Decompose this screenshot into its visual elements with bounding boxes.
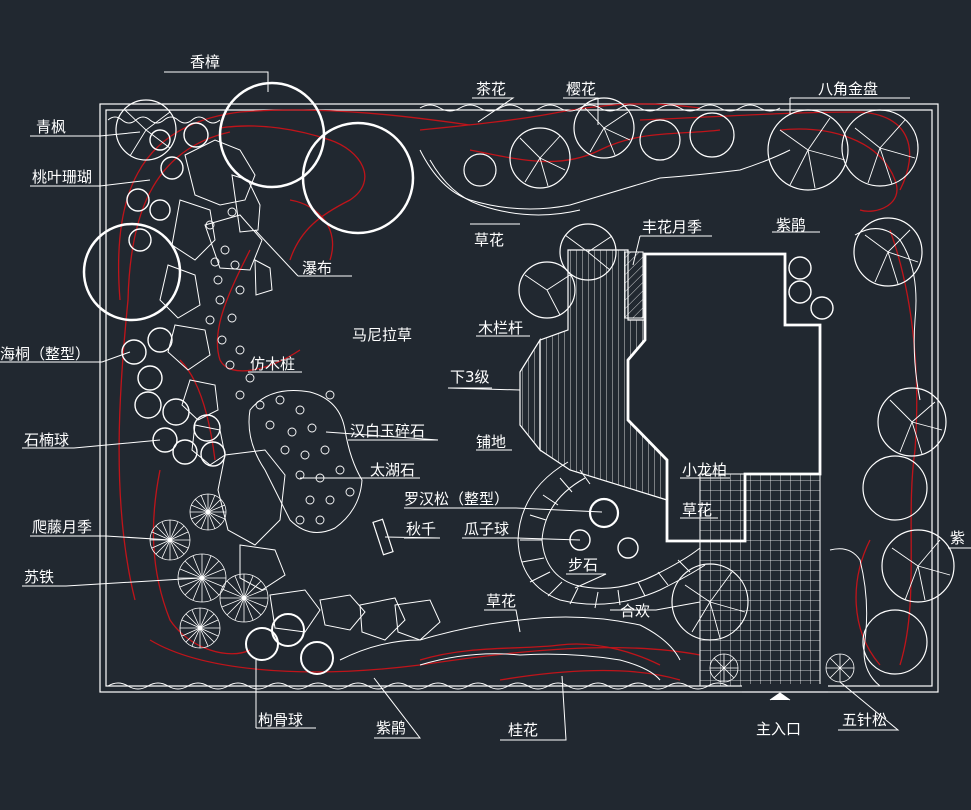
- label-azalea-bottom: 紫鹃: [376, 719, 407, 737]
- label-camellia: 茶花: [476, 80, 507, 98]
- label-albizia: 合欢: [620, 602, 651, 620]
- label-grass-top: 草花: [474, 231, 505, 249]
- label-grass-mid: 草花: [682, 501, 713, 519]
- perimeter-hedge: [107, 104, 921, 690]
- label-sweet-osmanthus: 桂花: [508, 721, 539, 739]
- label-railing: 木栏杆: [478, 319, 524, 337]
- label-fatsia: 八角金盘: [818, 80, 879, 98]
- label-rose-cluster: 丰花月季: [642, 218, 703, 236]
- label-right-edge: 紫: [950, 529, 966, 547]
- label-cycad: 苏铁: [24, 568, 55, 586]
- label-osmanthus-ball: 石楠球: [24, 431, 70, 449]
- label-leaders: [0, 71, 971, 741]
- entrance-arrow: [769, 692, 791, 701]
- label-gravel: 汉白玉碎石: [350, 422, 426, 440]
- site-boundary: [99, 103, 939, 693]
- wooden-deck: [519, 249, 668, 501]
- label-stepping-stone: 步石: [568, 556, 599, 574]
- label-pine: 五针松: [842, 711, 888, 729]
- label-camphor: 香樟: [190, 53, 221, 71]
- label-grass-bottom: 草花: [486, 592, 517, 610]
- label-cherry: 樱花: [566, 80, 597, 98]
- stepping-stone-path: [517, 461, 706, 609]
- entrance-paving-grid: [699, 473, 821, 687]
- label-taihu-stone: 太湖石: [370, 461, 416, 479]
- label-melon-ball: 瓜子球: [464, 520, 510, 538]
- label-main-entrance: 主入口: [756, 720, 802, 738]
- label-swing: 秋千: [406, 520, 437, 538]
- label-paving: 铺地: [476, 433, 507, 451]
- label-pittosporum: 海桐（整型）: [0, 345, 91, 363]
- entrance-opening: [742, 684, 828, 696]
- tree-symbols: [82, 81, 955, 675]
- white-marble-gravel: [205, 207, 355, 525]
- label-maple: 青枫: [36, 118, 67, 136]
- tree-spokes: [124, 107, 951, 639]
- label-azalea-right: 紫鹃: [776, 216, 807, 234]
- label-podocarpus: 罗汉松（整型）: [404, 490, 510, 508]
- label-holly-ball: 枸骨球: [258, 711, 304, 729]
- label-juniper: 小龙柏: [682, 461, 728, 479]
- gravel-area-outline: [248, 389, 363, 533]
- label-photinia: 桃叶珊瑚: [32, 168, 93, 186]
- label-steps-down: 下3级: [450, 368, 490, 386]
- shrub-symbols: [121, 122, 834, 675]
- label-manila-grass: 马尼拉草: [352, 326, 413, 344]
- swing: [372, 518, 394, 556]
- label-climbing-rose: 爬藤月季: [32, 518, 93, 536]
- label-waterfall: 瀑布: [302, 259, 333, 277]
- label-wood-stake: 仿木桩: [250, 355, 296, 373]
